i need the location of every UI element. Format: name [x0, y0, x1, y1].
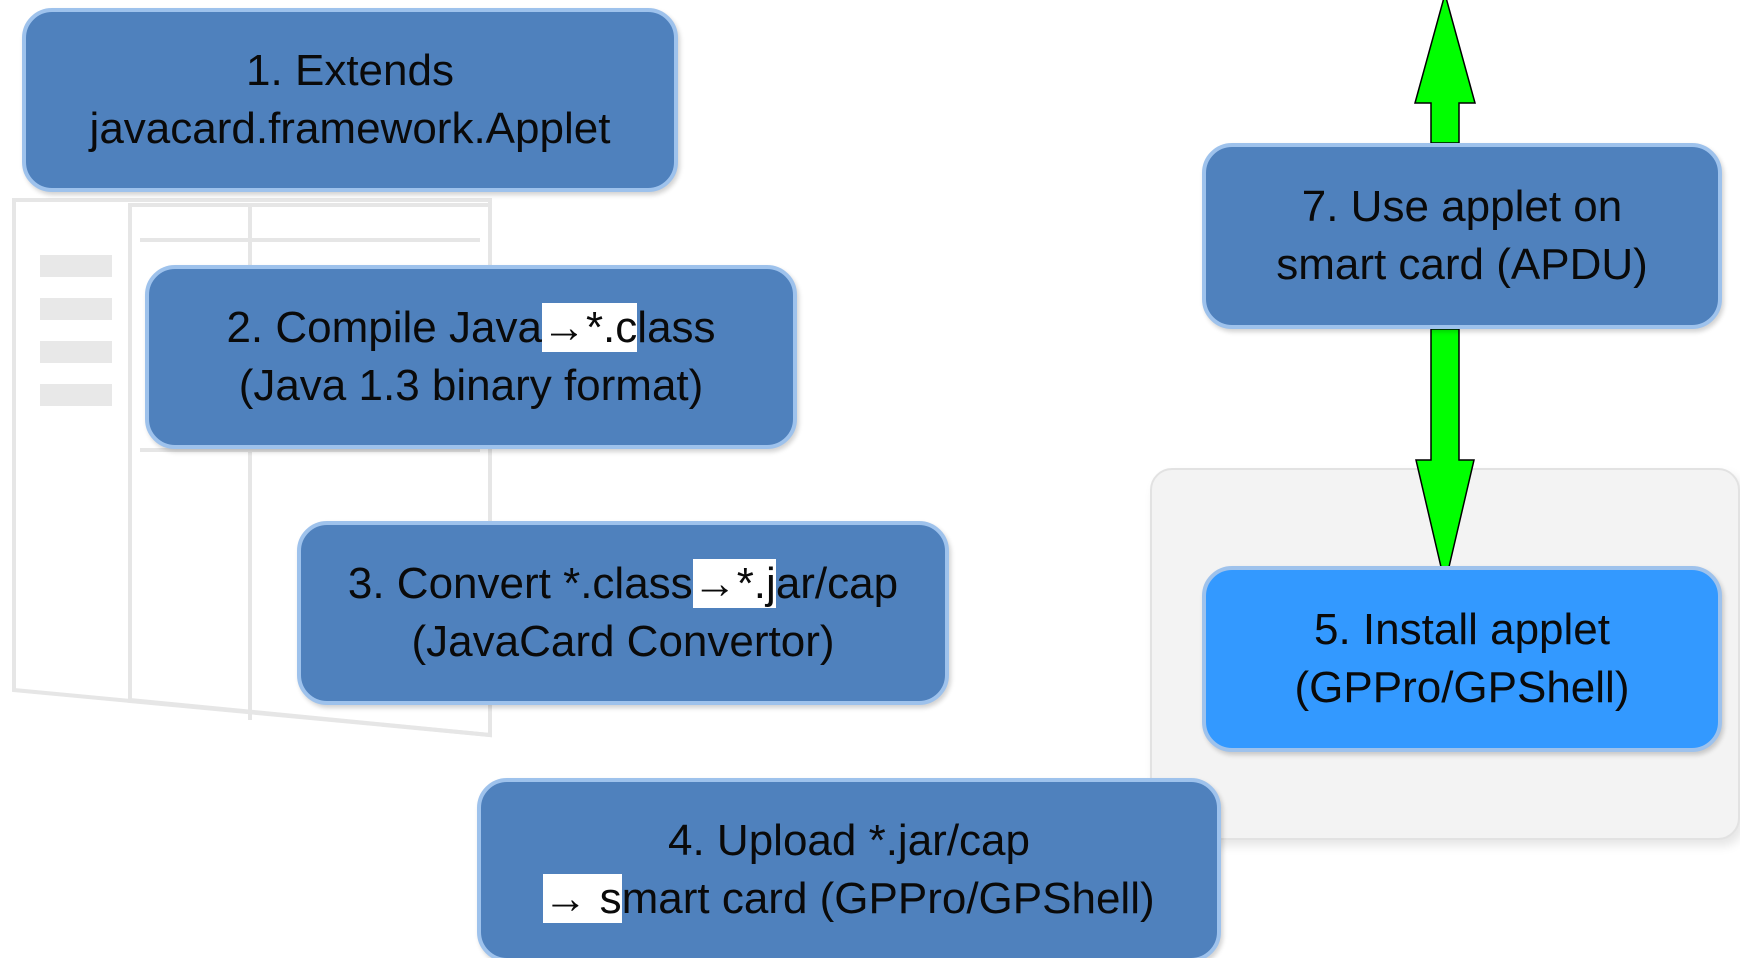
step-4-upload-cap: 4. Upload *.jar/cap → smart card (GPPro/…: [477, 778, 1221, 958]
step-3-convert-class: 3. Convert *.class→*.jar/cap (JavaCard C…: [297, 521, 949, 705]
step-1-line-2: javacard.framework.Applet: [89, 104, 611, 153]
step-3-line-1-tail: ar/cap: [775, 559, 899, 608]
step-4-arrow-highlight: → s: [543, 874, 622, 923]
up-arrow-icon: [1414, 0, 1476, 144]
step-2-arrow-highlight: →*.c: [541, 303, 638, 352]
step-1-extends-applet: 1. Extends javacard.framework.Applet: [22, 8, 678, 192]
step-3-line-1: 3. Convert *.class→*.jar/cap: [348, 555, 898, 613]
step-1-line-1: 1. Extends: [246, 46, 454, 95]
step-7-use-applet: 7. Use applet on smart card (APDU): [1202, 143, 1722, 329]
step-5-line-1: 5. Install applet: [1314, 605, 1610, 654]
step-4-line-1: 4. Upload *.jar/cap: [668, 816, 1030, 865]
step-7-line-1: 7. Use applet on: [1301, 182, 1623, 231]
step-5-line-2: (GPPro/GPShell): [1294, 663, 1630, 712]
step-4-line-2-tail: mart card (GPPro/GPShell): [621, 874, 1155, 923]
step-2-line-1-tail: lass: [637, 303, 716, 352]
step-2-line-1-text: 2. Compile Java: [226, 303, 542, 352]
step-3-line-2: (JavaCard Convertor): [411, 617, 835, 666]
step-3-arrow-highlight: →*.j: [692, 559, 776, 608]
step-3-line-1-text: 3. Convert *.class: [347, 559, 693, 608]
step-2-line-2: (Java 1.3 binary format): [238, 361, 704, 410]
step-7-line-2: smart card (APDU): [1276, 240, 1648, 289]
step-2-line-1: 2. Compile Java→*.class: [226, 299, 716, 357]
step-4-line-2: → smart card (GPPro/GPShell): [543, 870, 1155, 928]
step-2-compile-java: 2. Compile Java→*.class (Java 1.3 binary…: [145, 265, 797, 449]
step-5-install-applet: 5. Install applet (GPPro/GPShell): [1202, 566, 1722, 752]
